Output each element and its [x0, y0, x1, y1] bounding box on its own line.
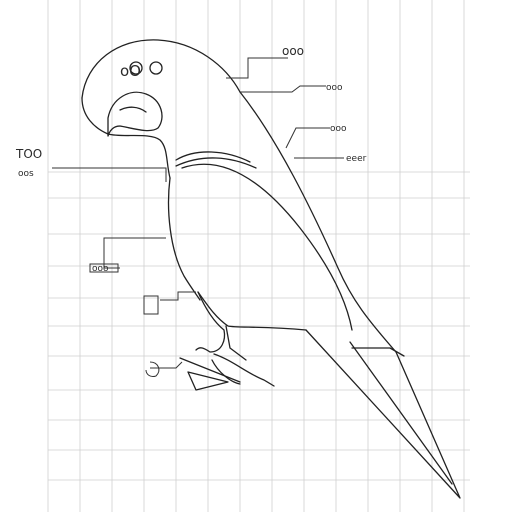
label-left-box: ooo — [92, 264, 109, 274]
label-left-title: TOO — [15, 147, 42, 161]
parrot-face — [82, 98, 170, 178]
parrot-head — [82, 40, 240, 98]
parrot-chest — [169, 178, 200, 300]
label-top-right: ooo — [282, 44, 304, 58]
label-right-low: eeer — [346, 154, 367, 164]
label-left-sub: oos — [18, 169, 34, 179]
parrot-beak — [108, 92, 162, 136]
parrot-tail — [306, 330, 460, 498]
parrot-outline — [82, 40, 460, 498]
marker-box-left — [144, 296, 158, 314]
leader-lines — [52, 58, 344, 368]
neck-band — [176, 152, 250, 162]
label-head-side: oO — [120, 62, 141, 80]
label-right-mid: ooo — [330, 124, 347, 134]
label-right-upper: ooo — [326, 83, 343, 93]
parrot-foot — [212, 354, 274, 386]
parrot-leg — [196, 292, 224, 352]
marker-hook — [146, 362, 159, 377]
parrot-back — [240, 92, 396, 352]
background-grid — [48, 0, 470, 512]
